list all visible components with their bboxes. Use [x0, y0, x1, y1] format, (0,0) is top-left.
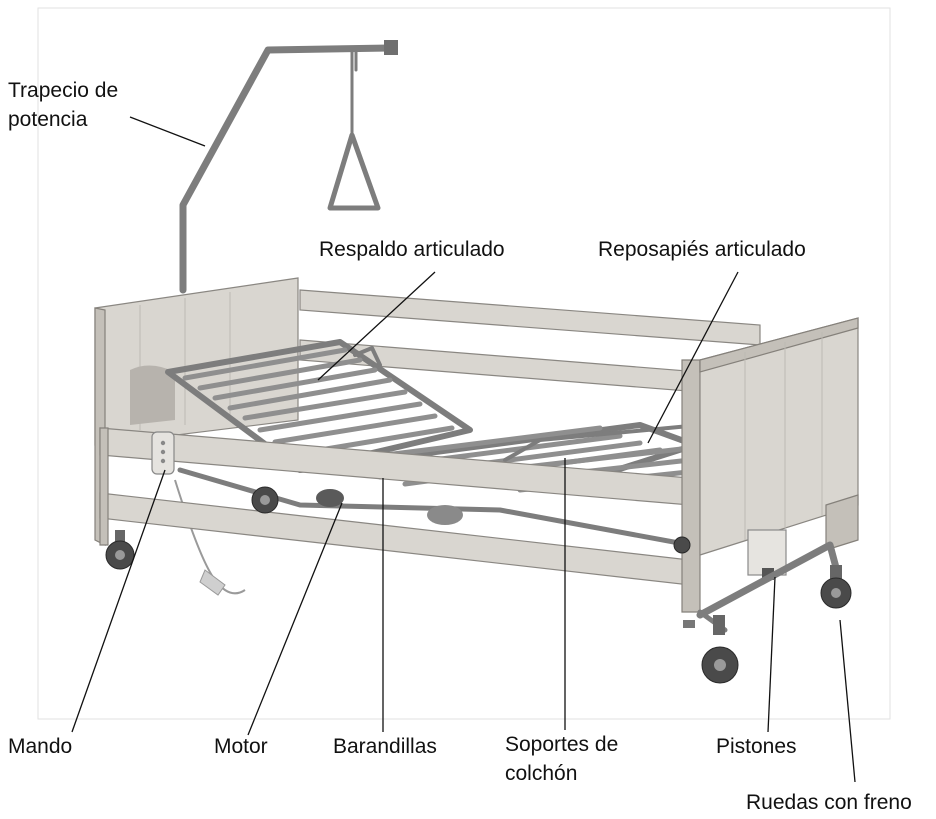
label-motor: Motor — [214, 735, 268, 758]
label-soportes-line1: Soportes de — [505, 733, 618, 756]
leader-pistones — [767, 576, 776, 733]
labels: Trapecio de potencia Respaldo articulado… — [8, 79, 912, 814]
trapeze-pole — [179, 40, 398, 294]
leader-trapecio — [129, 116, 206, 147]
leader-lines — [71, 116, 856, 783]
foot-board — [699, 317, 859, 556]
caster-front-left — [105, 530, 135, 570]
leader-respaldo — [317, 271, 436, 381]
leader-motor — [247, 502, 343, 736]
caster-back-left — [251, 486, 279, 514]
back-rest-frame — [165, 339, 473, 473]
caster-front-right — [683, 615, 739, 684]
caster-back-right — [820, 565, 852, 609]
caster-back-middle — [673, 536, 691, 554]
leader-mando — [71, 469, 166, 733]
hand-control — [151, 431, 175, 475]
label-pistones: Pistones — [716, 735, 797, 758]
label-ruedas: Ruedas con freno — [746, 791, 912, 814]
label-trapecio-line1: Trapecio de — [8, 79, 118, 102]
leader-reposapies — [647, 271, 739, 444]
bed-illustration — [94, 40, 859, 684]
leader-ruedas — [839, 619, 856, 783]
label-barandillas: Barandillas — [333, 735, 437, 758]
label-trapecio-line2: potencia — [8, 108, 88, 131]
label-respaldo: Respaldo articulado — [319, 238, 505, 261]
label-reposapies: Reposapiés articulado — [598, 238, 806, 261]
label-mando: Mando — [8, 735, 72, 758]
label-soportes-line2: colchón — [505, 762, 577, 785]
